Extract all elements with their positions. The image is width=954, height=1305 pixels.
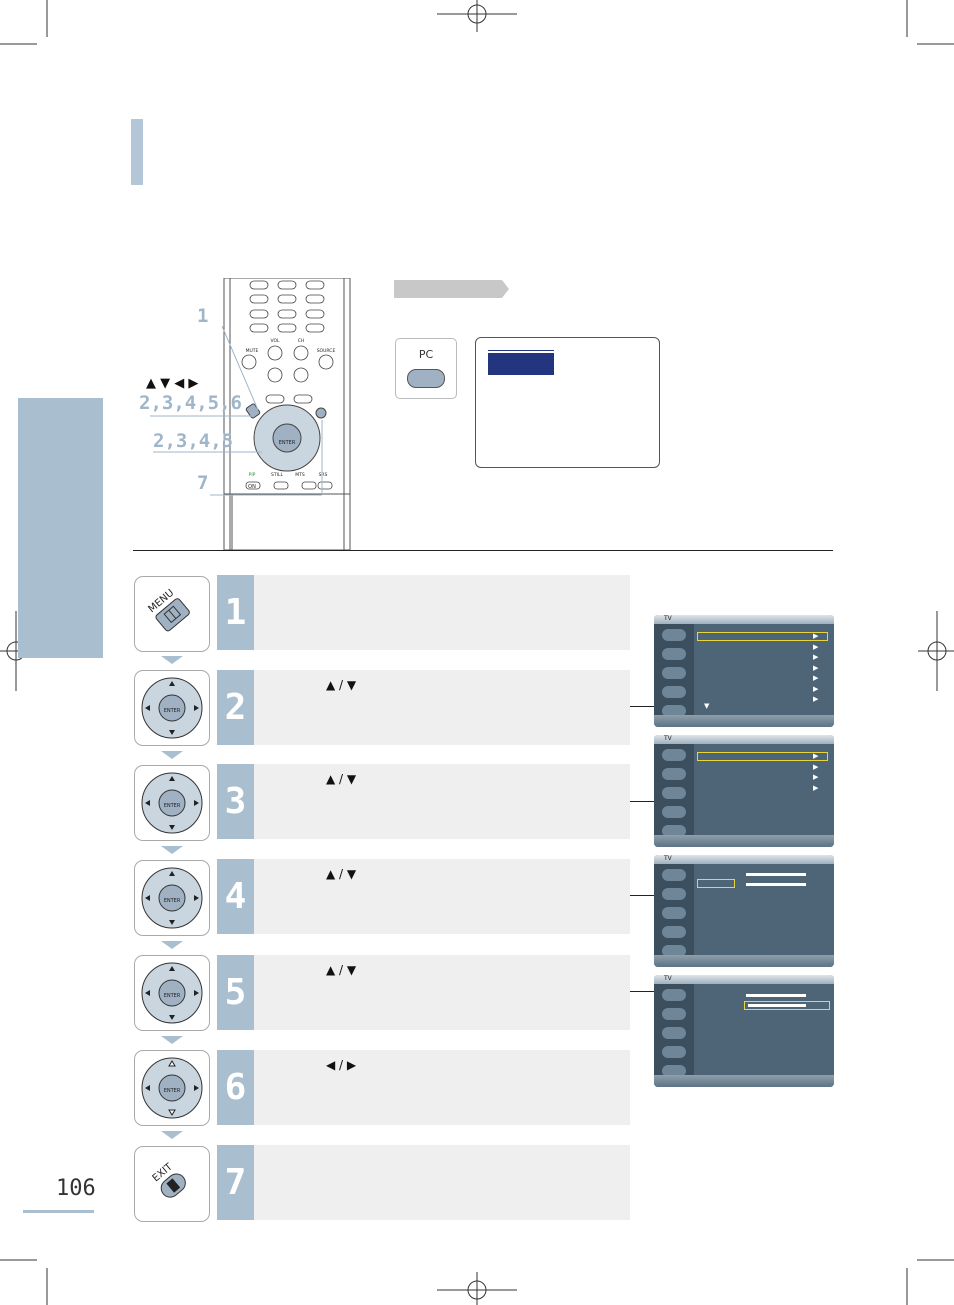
- step-5-number: 5: [217, 955, 254, 1030]
- connector: [630, 991, 654, 992]
- source-list-highlight: [488, 353, 554, 375]
- source-list-divider: [488, 350, 554, 351]
- step-arrow: [161, 1131, 183, 1139]
- step-2-number: 2: [217, 670, 254, 745]
- step-2-body: ▲ / ▼: [254, 670, 630, 745]
- section-arrow-tab: [394, 280, 509, 298]
- step-1-number: 1: [217, 575, 254, 650]
- pc-button-label: PC: [418, 348, 434, 361]
- step-3-body: ▲ / ▼: [254, 764, 630, 839]
- svg-text:ON: ON: [248, 484, 256, 490]
- step-7-number: 7: [217, 1145, 254, 1220]
- step-arrow: [161, 1036, 183, 1044]
- svg-text:MTS: MTS: [295, 472, 305, 478]
- exit-key-icon: EXIT: [134, 1146, 210, 1222]
- page-number-underline: [23, 1210, 94, 1213]
- step-arrow: [161, 846, 183, 854]
- svg-text:SRS: SRS: [319, 472, 328, 478]
- title-accent-bar: [131, 119, 143, 185]
- step-5-body: ▲ / ▼: [254, 955, 630, 1030]
- callout-7: 7: [197, 472, 209, 494]
- svg-text:CH: CH: [298, 338, 305, 344]
- svg-text:ENTER: ENTER: [164, 803, 181, 809]
- pc-button-illustration: PC: [395, 338, 457, 399]
- step-4-arrows: ▲ / ▼: [326, 867, 357, 881]
- callout-1: 1: [197, 305, 209, 327]
- step-4-body: ▲ / ▼: [254, 859, 630, 934]
- callout-2-5: 2,3,4,5: [153, 430, 234, 452]
- svg-text:ENTER: ENTER: [164, 1088, 181, 1094]
- chapter-side-tab: [18, 398, 103, 658]
- osd-tv-label: TV: [664, 615, 672, 622]
- step-1-body: [254, 575, 630, 650]
- step-arrow: [161, 656, 183, 664]
- menu-key-icon: MENU: [134, 576, 210, 652]
- step-arrow: [161, 751, 183, 759]
- svg-text:ENTER: ENTER: [164, 708, 181, 714]
- svg-text:ENTER: ENTER: [164, 898, 181, 904]
- step-4-number: 4: [217, 859, 254, 934]
- osd-screen-3: TV: [654, 855, 834, 967]
- callout-arrows: ▲ ▼ ◀ ▶: [146, 376, 199, 391]
- osd-tv-label: TV: [664, 735, 672, 742]
- osd-screen-2: TV ▶▶ ▶▶: [654, 735, 834, 847]
- osd-screen-4: TV: [654, 975, 834, 1087]
- step-arrow: [161, 941, 183, 949]
- svg-text:STILL: STILL: [271, 472, 283, 478]
- svg-text:PIP: PIP: [249, 472, 256, 478]
- step-7-body: [254, 1145, 630, 1220]
- osd-screen-1: TV ▶▶▶ ▶▶▶ ▶▼: [654, 615, 834, 727]
- step-3-arrows: ▲ / ▼: [326, 772, 357, 786]
- section-divider: [133, 550, 833, 551]
- svg-text:ENTER: ENTER: [279, 440, 296, 446]
- svg-text:VOL: VOL: [270, 338, 280, 344]
- enter-pad-icon: ENTER: [134, 670, 210, 746]
- step-5-arrows: ▲ / ▼: [326, 963, 357, 977]
- callout-lines: [150, 325, 323, 496]
- pc-button-pill: [407, 369, 445, 388]
- step-6-body: ◀ / ▶: [254, 1050, 630, 1125]
- callout-2-6: 2,3,4,5,6: [139, 392, 242, 414]
- osd-tv-label: TV: [664, 975, 672, 982]
- step-6-arrows: ◀ / ▶: [326, 1058, 357, 1072]
- connector: [630, 706, 654, 707]
- enter-pad-icon: ENTER: [134, 1050, 210, 1126]
- connector: [630, 801, 654, 802]
- svg-text:MUTE: MUTE: [246, 348, 259, 354]
- osd-tv-label: TV: [664, 855, 672, 862]
- step-6-number: 6: [217, 1050, 254, 1125]
- enter-pad-icon: ENTER: [134, 765, 210, 841]
- svg-text:ENTER: ENTER: [164, 993, 181, 999]
- enter-pad-icon: ENTER: [134, 860, 210, 936]
- step-2-arrows: ▲ / ▼: [326, 678, 357, 692]
- connector: [630, 895, 654, 896]
- svg-text:SOURCE: SOURCE: [317, 348, 336, 354]
- remote-control-illustration: ENTER ON PIP STILL MTS SRS MUTE VOL CH S…: [223, 278, 351, 550]
- step-3-number: 3: [217, 764, 254, 839]
- enter-pad-icon: ENTER: [134, 955, 210, 1031]
- source-list-box: [475, 337, 660, 468]
- page-number: 106: [56, 1176, 96, 1201]
